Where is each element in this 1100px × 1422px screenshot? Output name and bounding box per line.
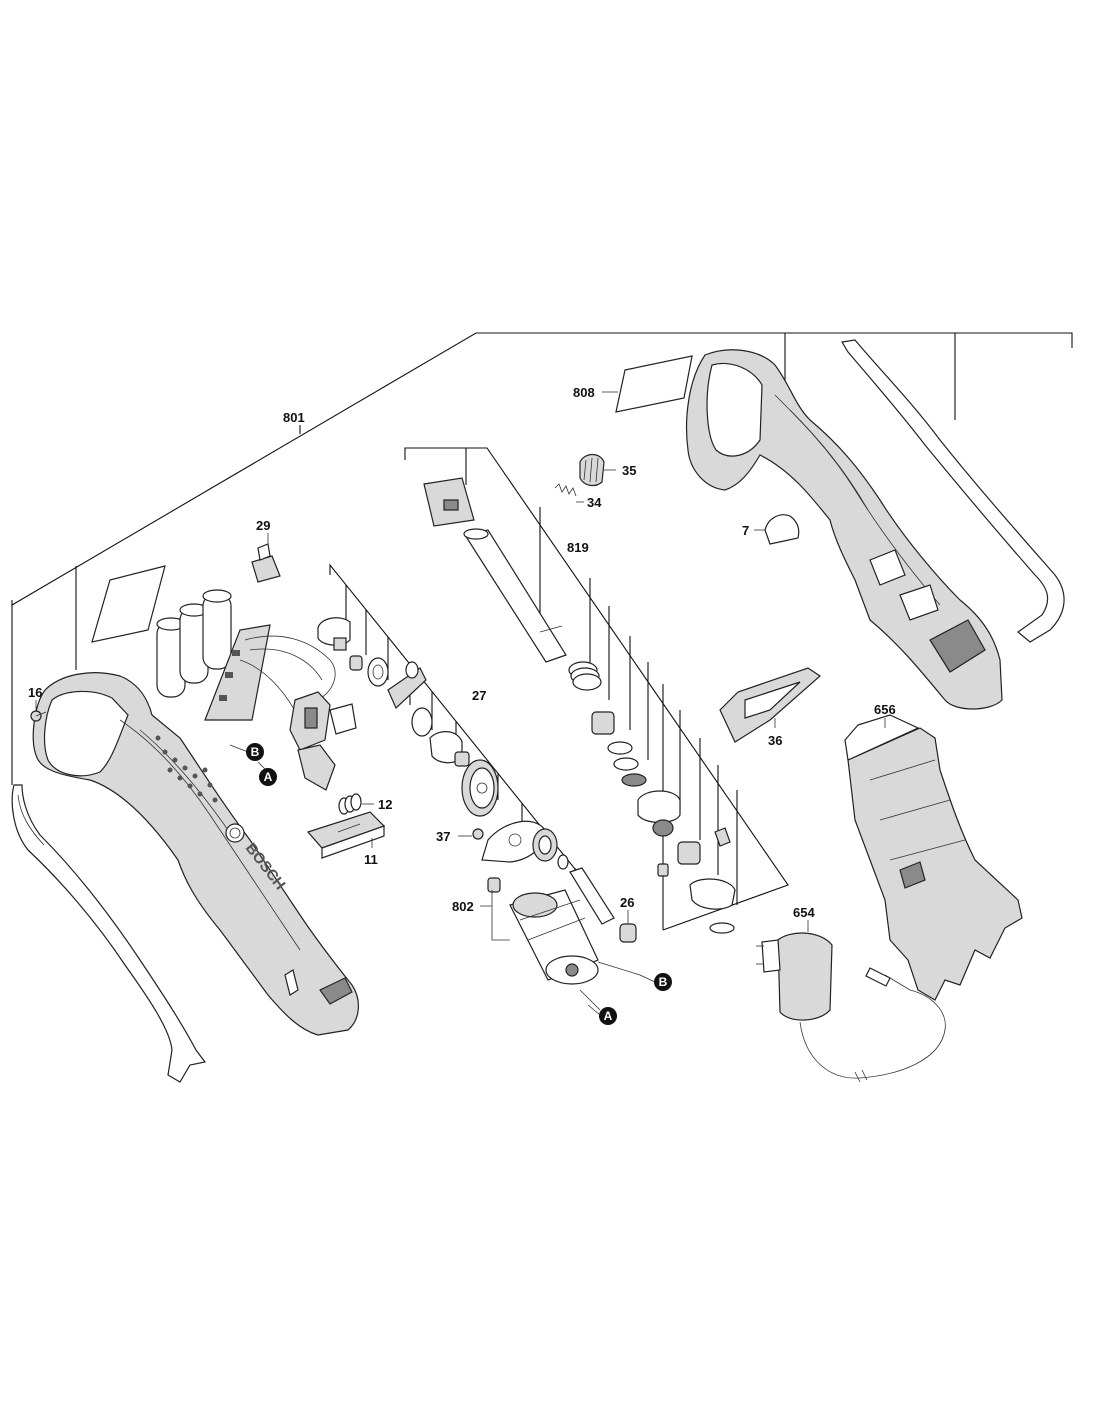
gearbox-parts xyxy=(317,617,499,817)
callout-16: 16 xyxy=(28,685,42,700)
housing-half-right xyxy=(686,349,1003,710)
bearing-plate xyxy=(481,820,546,863)
svg-text:A: A xyxy=(604,1009,613,1023)
callout-labels: 801 808 35 34 819 7 29 16 27 36 656 12 1… xyxy=(28,385,896,920)
part-36-bracket xyxy=(719,667,821,743)
label-plate-left xyxy=(91,565,166,643)
grip-dots xyxy=(155,735,218,803)
bracket-801 xyxy=(11,332,1073,785)
callout-12: 12 xyxy=(378,797,392,812)
callout-29: 29 xyxy=(256,518,270,533)
battery-cells xyxy=(156,589,232,698)
leader-lines xyxy=(35,391,886,1016)
part-11-slider xyxy=(306,811,386,859)
callout-27: 27 xyxy=(472,688,486,703)
callout-801: 801 xyxy=(283,410,305,425)
rod-parts xyxy=(568,661,736,934)
part-12-spring xyxy=(338,793,362,815)
callout-36: 36 xyxy=(768,733,782,748)
callout-35: 35 xyxy=(622,463,636,478)
svg-text:B: B xyxy=(659,975,668,989)
callout-654: 654 xyxy=(793,905,815,920)
callout-26: 26 xyxy=(620,895,634,910)
seal-strip-left xyxy=(11,784,207,1083)
callout-11: 11 xyxy=(364,852,378,867)
part-808-label xyxy=(615,355,693,413)
connector-marker-a-lower: A xyxy=(599,1007,617,1025)
part-35-knob xyxy=(579,453,605,487)
part-26-bushing xyxy=(619,923,637,943)
callout-802: 802 xyxy=(452,899,474,914)
part-16-screw xyxy=(30,710,47,722)
part-656-stand xyxy=(844,714,1023,1001)
callout-819: 819 xyxy=(567,540,589,555)
part-7-cover xyxy=(764,514,800,545)
svg-text:A: A xyxy=(264,770,273,784)
seal-strip-right xyxy=(841,339,1065,643)
shaft-pin xyxy=(569,867,615,925)
part-29-clip xyxy=(251,543,281,583)
callout-34: 34 xyxy=(587,495,602,510)
connector-marker-b-upper: B xyxy=(246,743,264,761)
housing-half-left: BOSCH xyxy=(32,672,359,1036)
callout-656: 656 xyxy=(874,702,896,717)
connector-marker-b-lower: B xyxy=(654,973,672,991)
part-34-spring xyxy=(554,483,577,497)
part-37-screw xyxy=(472,828,484,840)
callout-37: 37 xyxy=(436,829,450,844)
part-802-motor xyxy=(487,877,641,1011)
svg-text:B: B xyxy=(251,745,260,759)
callout-7: 7 xyxy=(742,523,749,538)
switch-assembly xyxy=(289,691,357,791)
bearing-ring xyxy=(532,828,569,870)
circuit-board xyxy=(204,624,336,721)
connector-marker-a-upper: A xyxy=(259,768,277,786)
drive-rod xyxy=(423,477,567,663)
part-654-charger xyxy=(756,932,946,1083)
callout-808: 808 xyxy=(573,385,595,400)
